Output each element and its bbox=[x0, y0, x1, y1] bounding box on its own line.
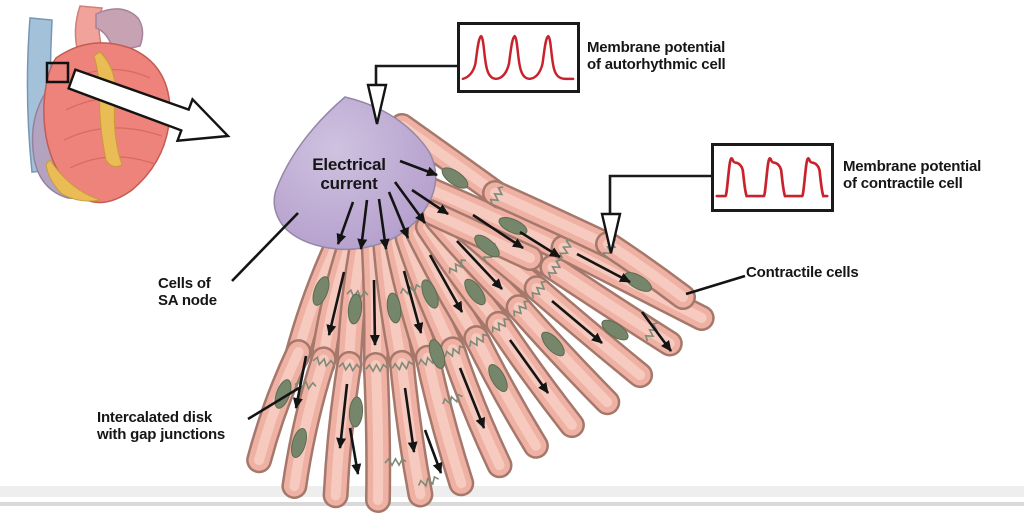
heart-inset bbox=[26, 5, 231, 204]
conduction-arrow bbox=[576, 252, 631, 284]
cell-nucleus bbox=[498, 216, 528, 236]
cell-nucleus bbox=[428, 339, 446, 369]
electrical-current-label: Electrical current bbox=[283, 155, 415, 193]
intercalated-disk-leader-line bbox=[247, 386, 300, 421]
conduction-arrow bbox=[399, 159, 438, 177]
membrane-potential-contractile-label: Membrane potential of contractile cell bbox=[843, 158, 981, 192]
conduction-arrow bbox=[326, 271, 346, 336]
label-line: Cells of bbox=[158, 275, 211, 292]
cell-nucleus bbox=[541, 331, 565, 357]
conduction-arrows bbox=[292, 159, 673, 475]
autorhythmic-waveform-icon bbox=[461, 34, 575, 81]
cell-nucleus bbox=[348, 396, 364, 428]
label-line: of autorhythmic cell bbox=[587, 56, 726, 73]
contractile-waveform-icon bbox=[715, 157, 829, 198]
conduction-arrow bbox=[403, 387, 418, 453]
cell-nucleus bbox=[312, 276, 330, 306]
autorhythmic-connector-line bbox=[374, 64, 457, 85]
cell-nucleus bbox=[291, 427, 307, 459]
scan-line bbox=[0, 502, 1024, 506]
plateau-action-potential-trace bbox=[715, 157, 829, 198]
hollow-zoom-arrow bbox=[67, 68, 231, 143]
conduction-arrow bbox=[387, 191, 410, 239]
muscle-cell bbox=[376, 365, 379, 500]
membrane-potential-autorhythmic-box bbox=[457, 22, 580, 93]
cell-nucleus bbox=[474, 234, 500, 258]
conduction-arrow bbox=[348, 427, 362, 475]
contractile-cells-leader-line bbox=[685, 274, 746, 296]
sa-node-locator-box bbox=[45, 61, 70, 84]
conduction-arrow bbox=[402, 270, 424, 334]
pulmonary-artery bbox=[95, 8, 144, 53]
conduction-arrow bbox=[519, 230, 561, 259]
hollow-pointer-arrow-contractile bbox=[600, 212, 622, 254]
conduction-arrow bbox=[336, 201, 355, 245]
conduction-arrow bbox=[472, 213, 524, 250]
scan-band bbox=[0, 486, 1024, 497]
conduction-arrow bbox=[640, 311, 673, 352]
conduction-arrow bbox=[508, 339, 550, 394]
conduction-arrow bbox=[336, 383, 349, 449]
coronary-fat bbox=[45, 159, 102, 202]
label-line: Membrane potential bbox=[843, 158, 982, 175]
cell-nucleus bbox=[441, 167, 469, 189]
conduction-arrow bbox=[428, 254, 464, 313]
cell-nucleus bbox=[421, 279, 439, 309]
conduction-arrow bbox=[393, 181, 427, 224]
sa-node-label: Cells of SA node bbox=[158, 275, 217, 309]
hollow-pointer-arrow-autorhythmic bbox=[366, 83, 388, 125]
conduction-arrow bbox=[369, 279, 380, 346]
intercalated-disk-label: Intercalated disk with gap junctions bbox=[97, 409, 225, 443]
label-line: Contractile cells bbox=[746, 264, 859, 281]
cell-nucleus bbox=[601, 319, 629, 341]
label-line: Electrical bbox=[312, 155, 386, 174]
conduction-arrow bbox=[411, 188, 449, 216]
conduction-arrow bbox=[423, 429, 443, 474]
contractile-cells-label: Contractile cells bbox=[746, 264, 859, 281]
conduction-arrow bbox=[458, 367, 486, 429]
membrane-potential-contractile-box bbox=[711, 143, 834, 212]
label-line: Intercalated disk bbox=[97, 409, 212, 426]
label-line: with gap junctions bbox=[97, 426, 226, 443]
label-line: Membrane potential bbox=[587, 39, 726, 56]
label-line: of contractile cell bbox=[843, 175, 963, 192]
cell-nucleus bbox=[464, 278, 486, 306]
cell-nucleus bbox=[386, 292, 402, 324]
label-line: SA node bbox=[158, 292, 217, 309]
contractile-connector-line bbox=[608, 174, 711, 214]
sa-node-leader-line bbox=[231, 212, 299, 282]
pacemaker-potential-trace bbox=[461, 34, 575, 81]
conduction-arrow bbox=[292, 355, 308, 409]
cell-nucleus bbox=[347, 293, 363, 325]
conduction-arrow bbox=[456, 240, 503, 290]
membrane-potential-autorhythmic-label: Membrane potential of autorhythmic cell bbox=[587, 39, 726, 73]
conduction-arrow bbox=[357, 199, 369, 250]
cell-nucleus bbox=[488, 364, 508, 392]
cell-nuclei bbox=[274, 167, 652, 459]
conduction-arrow bbox=[551, 300, 603, 344]
conduction-arrow bbox=[377, 198, 390, 250]
label-line: current bbox=[320, 174, 378, 193]
